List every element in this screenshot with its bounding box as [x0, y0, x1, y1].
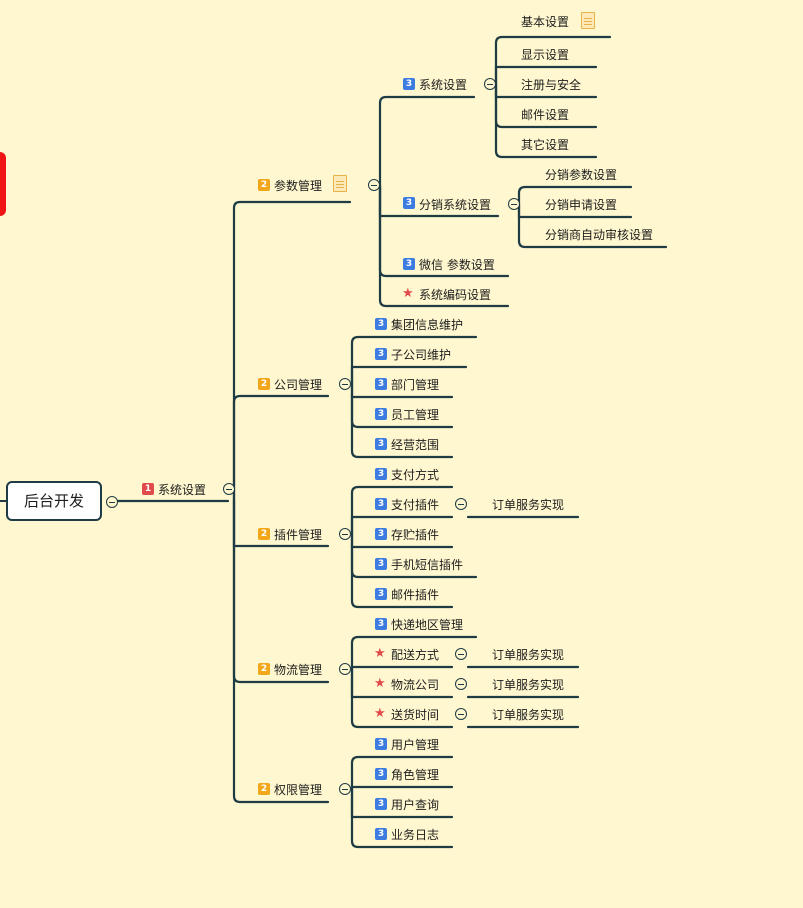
- collapse-icon[interactable]: [339, 528, 351, 540]
- priority-3-badge: 3: [375, 558, 387, 570]
- star-icon: ★: [374, 706, 386, 721]
- node-basic-settings[interactable]: 基本设置: [521, 15, 570, 29]
- priority-3-badge: 3: [375, 468, 387, 480]
- priority-3-badge: 3: [375, 528, 387, 540]
- collapse-icon[interactable]: [455, 648, 467, 660]
- collapse-icon[interactable]: [106, 496, 118, 508]
- node-storage-plugin[interactable]: 存贮插件: [391, 528, 440, 542]
- node-payment-method[interactable]: 支付方式: [391, 468, 440, 482]
- priority-3-badge: 3: [375, 738, 387, 750]
- node-logistics-management[interactable]: 物流管理: [274, 663, 323, 677]
- collapse-icon[interactable]: [223, 483, 235, 495]
- note-icon[interactable]: [581, 12, 595, 29]
- node-distribution-params[interactable]: 分销参数设置: [545, 168, 618, 182]
- node-department[interactable]: 部门管理: [391, 378, 440, 392]
- priority-3-badge: 3: [375, 498, 387, 510]
- priority-3-badge: 3: [375, 798, 387, 810]
- node-plugin-management[interactable]: 插件管理: [274, 528, 323, 542]
- priority-2-badge: 2: [258, 663, 270, 675]
- node-role-management[interactable]: 角色管理: [391, 768, 440, 782]
- node-employee[interactable]: 员工管理: [391, 408, 440, 422]
- note-icon[interactable]: [333, 175, 347, 192]
- side-tab[interactable]: [0, 152, 6, 216]
- star-icon: ★: [402, 286, 414, 301]
- node-mail-settings[interactable]: 邮件设置: [521, 108, 570, 122]
- node-system-code-settings[interactable]: 系统编码设置: [419, 288, 492, 302]
- priority-3-badge: 3: [375, 348, 387, 360]
- node-group-info[interactable]: 集团信息维护: [391, 318, 464, 332]
- priority-3-badge: 3: [403, 258, 415, 270]
- collapse-icon[interactable]: [368, 179, 380, 191]
- priority-2-badge: 2: [258, 783, 270, 795]
- collapse-icon[interactable]: [339, 663, 351, 675]
- node-distribution-apply[interactable]: 分销申请设置: [545, 198, 618, 212]
- collapse-icon[interactable]: [484, 78, 496, 90]
- node-payment-plugin[interactable]: 支付插件: [391, 498, 440, 512]
- node-distribution-settings[interactable]: 分销系统设置: [419, 198, 492, 212]
- node-company-management[interactable]: 公司管理: [274, 378, 323, 392]
- collapse-icon[interactable]: [455, 678, 467, 690]
- priority-2-badge: 2: [258, 528, 270, 540]
- priority-3-badge: 3: [375, 588, 387, 600]
- priority-3-badge: 3: [375, 618, 387, 630]
- collapse-icon[interactable]: [339, 783, 351, 795]
- node-sms-plugin[interactable]: 手机短信插件: [391, 558, 464, 572]
- root-node[interactable]: 后台开发: [6, 481, 102, 521]
- node-delivery-method[interactable]: 配送方式: [391, 648, 440, 662]
- collapse-icon[interactable]: [455, 708, 467, 720]
- priority-3-badge: 3: [403, 78, 415, 90]
- priority-3-badge: 3: [375, 408, 387, 420]
- node-other-settings[interactable]: 其它设置: [521, 138, 570, 152]
- node-system-settings-sub[interactable]: 系统设置: [419, 78, 468, 92]
- node-permission-management[interactable]: 权限管理: [274, 783, 323, 797]
- priority-3-badge: 3: [375, 318, 387, 330]
- node-order-service[interactable]: 订单服务实现: [492, 498, 565, 512]
- priority-2-badge: 2: [258, 179, 270, 191]
- priority-3-badge: 3: [375, 768, 387, 780]
- node-system-settings[interactable]: 系统设置: [158, 483, 207, 497]
- node-wechat-params[interactable]: 微信 参数设置: [419, 258, 495, 272]
- node-express-region[interactable]: 快递地区管理: [391, 618, 464, 632]
- collapse-icon[interactable]: [455, 498, 467, 510]
- node-distribution-auto-review[interactable]: 分销商自动审核设置: [545, 228, 654, 242]
- star-icon: ★: [374, 676, 386, 691]
- node-order-service[interactable]: 订单服务实现: [492, 678, 565, 692]
- node-business-scope[interactable]: 经营范围: [391, 438, 440, 452]
- node-order-service[interactable]: 订单服务实现: [492, 648, 565, 662]
- priority-3-badge: 3: [375, 378, 387, 390]
- collapse-icon[interactable]: [339, 378, 351, 390]
- node-delivery-time[interactable]: 送货时间: [391, 708, 440, 722]
- node-mail-plugin[interactable]: 邮件插件: [391, 588, 440, 602]
- priority-1-badge: 1: [142, 483, 154, 495]
- node-business-log[interactable]: 业务日志: [391, 828, 440, 842]
- node-logistics-company[interactable]: 物流公司: [391, 678, 440, 692]
- priority-3-badge: 3: [375, 828, 387, 840]
- priority-3-badge: 3: [375, 438, 387, 450]
- node-user-management[interactable]: 用户管理: [391, 738, 440, 752]
- edge-connector: [0, 500, 6, 502]
- collapse-icon[interactable]: [508, 198, 520, 210]
- node-register-security[interactable]: 注册与安全: [521, 78, 582, 92]
- node-order-service[interactable]: 订单服务实现: [492, 708, 565, 722]
- star-icon: ★: [374, 646, 386, 661]
- node-subsidiary[interactable]: 子公司维护: [391, 348, 452, 362]
- node-param-management[interactable]: 参数管理: [274, 179, 323, 193]
- node-user-query[interactable]: 用户查询: [391, 798, 440, 812]
- priority-3-badge: 3: [403, 197, 415, 209]
- node-display-settings[interactable]: 显示设置: [521, 48, 570, 62]
- priority-2-badge: 2: [258, 378, 270, 390]
